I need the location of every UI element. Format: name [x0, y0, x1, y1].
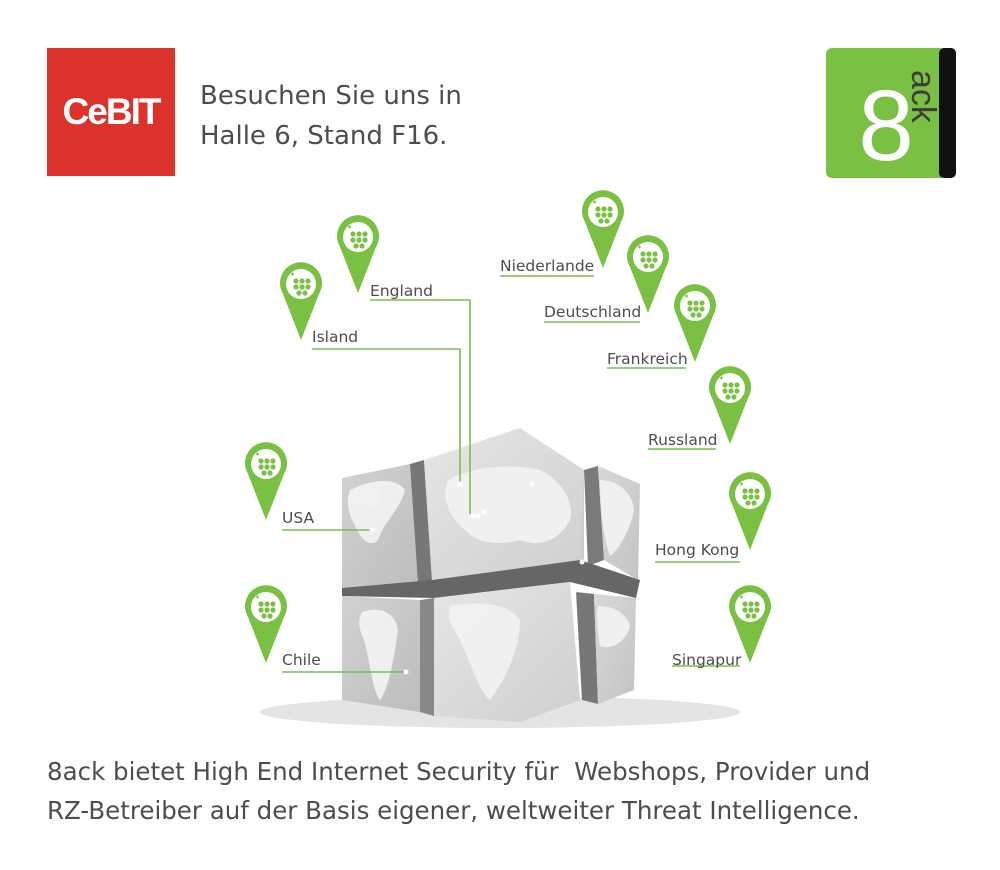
description-line-1: 8ack bietet High End Internet Security f… — [47, 757, 871, 786]
8ack-logo-text: ack — [904, 70, 942, 124]
location-label-deutschland: Deutschland — [544, 303, 642, 321]
connector-lines — [282, 275, 740, 673]
location-label-singapur: Singapur — [672, 651, 742, 669]
location-pin-icon — [728, 471, 772, 551]
location-label-usa: USA — [282, 509, 315, 527]
location-label-chile: Chile — [282, 651, 321, 669]
location-pin-icon — [626, 234, 670, 314]
cebit-logo: CeBIT — [47, 48, 175, 176]
location-pin-icon — [244, 441, 288, 521]
location-label-island: Island — [312, 328, 359, 346]
location-label-hongkong: Hong Kong — [655, 541, 740, 559]
location-label-england: England — [370, 282, 433, 300]
connector-dots — [369, 481, 585, 675]
description-text: 8ack bietet High End Internet Security f… — [47, 752, 987, 830]
location-pin-icon — [244, 584, 288, 664]
location-label-russland: Russland — [648, 431, 718, 449]
cebit-logo-text: CeBIT — [62, 91, 162, 132]
visit-line-2: Halle 6, Stand F16. — [200, 121, 448, 151]
8ack-logo-digit: 8 — [858, 70, 914, 178]
8ack-logo: 8 ack — [826, 48, 956, 178]
location-label-niederlande: Niederlande — [500, 257, 595, 275]
location-label-frankreich: Frankreich — [607, 350, 688, 368]
visit-line-1: Besuchen Sie uns in — [200, 81, 462, 111]
description-line-2: RZ-Betreiber auf der Basis eigener, welt… — [47, 796, 860, 825]
cube — [342, 428, 640, 722]
visit-info: Besuchen Sie uns in Halle 6, Stand F16. — [200, 76, 462, 156]
